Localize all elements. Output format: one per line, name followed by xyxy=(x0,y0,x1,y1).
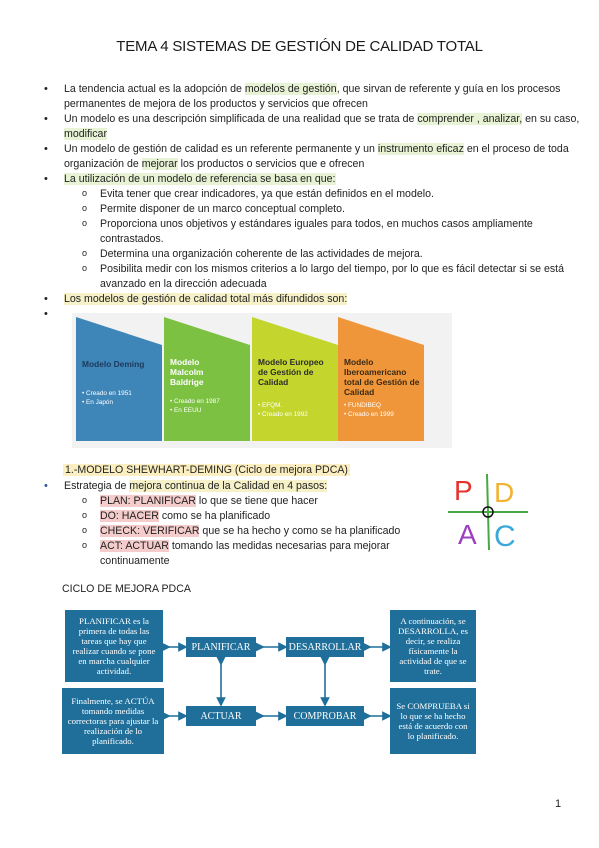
step-text: como se ha planificado xyxy=(158,510,271,522)
bullet-text: La tendencia actual es la adopción de xyxy=(64,83,245,95)
model-detail: • EFQM. xyxy=(258,402,283,409)
pdca-step: CHECK: VERIFICAR que se ha hecho y como … xyxy=(82,523,444,539)
model-title: Modelo Iberoamericano total de Gestión d… xyxy=(344,357,420,397)
model-deming: Modelo Deming • Creado en 1951 • En Japó… xyxy=(76,317,162,441)
highlight: comprender , analizar, xyxy=(417,113,523,125)
step-text: que se ha hecho y como se ha planificado xyxy=(199,525,401,537)
step-key: PLAN: PLANIFICAR xyxy=(100,495,196,507)
highlight: Los modelos de gestión de calidad total … xyxy=(64,293,348,305)
model-efqm: Modelo Europeo de Gestión de Calidad • E… xyxy=(252,317,338,441)
box-text: PLANIFICAR es la primera de todas las ta… xyxy=(72,616,156,676)
sub-bullet-item: Evita tener que crear indicadores, ya qu… xyxy=(82,186,584,202)
step-key: DO: HACER xyxy=(100,510,159,522)
model-detail: • FUNDIBEQ xyxy=(344,402,382,409)
highlight: mejora continua de la Calidad en 4 pasos… xyxy=(129,480,328,492)
model-detail: • Creado en 1992 xyxy=(258,411,308,418)
bullet-item-empty xyxy=(44,307,584,322)
bullet-text: Estrategia de xyxy=(64,480,130,492)
bullet-item: Un modelo de gestión de calidad es un re… xyxy=(44,142,584,172)
bullet-text: en su caso, xyxy=(522,113,580,125)
bullet-item: La tendencia actual es la adopción de mo… xyxy=(44,82,584,112)
bullet-text: en el proceso de toda organización de xyxy=(64,143,569,170)
sub-bullet-item: Determina una organización coherente de … xyxy=(82,246,584,262)
model-shape xyxy=(164,317,250,441)
pdca-step: ACT: ACTUAR tomando las medidas necesari… xyxy=(82,538,444,569)
model-iberoamericano: Modelo Iberoamericano total de Gestión d… xyxy=(338,317,424,441)
model-detail: • Creado en 1999 xyxy=(344,411,394,418)
bullet-text: Un modelo de gestión de calidad es un re… xyxy=(64,143,378,155)
sub-bullet-item: Permite disponer de un marco conceptual … xyxy=(82,201,584,217)
sub-bullet-list: Evita tener que crear indicadores, ya qu… xyxy=(64,186,584,292)
main-bullet-list: La tendencia actual es la adopción de mo… xyxy=(40,82,584,322)
bullet-text: , que sirvan de referente y guía en los … xyxy=(64,83,561,110)
planificar-description: PLANIFICAR es la primera de todas las ta… xyxy=(65,610,163,682)
pdca-list: Estrategia de mejora continua de la Cali… xyxy=(40,479,444,569)
pdca-step: PLAN: PLANIFICAR lo que se tiene que hac… xyxy=(82,493,444,509)
logo-letter-c: C xyxy=(494,520,516,550)
box-text: Finalmente, se ACTÚA tomando medidas cor… xyxy=(67,696,159,746)
highlight: mejorar xyxy=(141,158,178,170)
logo-letter-a: A xyxy=(458,519,477,550)
step-text: tomando las medidas necesarias para mejo… xyxy=(100,540,390,567)
highlight: modificar xyxy=(64,128,107,140)
bullet-text: Un modelo es una descripción simplificad… xyxy=(64,113,418,125)
comprobar-box: COMPROBAR xyxy=(286,706,364,726)
model-detail: • En EEUU xyxy=(170,407,202,414)
quality-models-graphic: Modelo Deming • Creado en 1951 • En Japó… xyxy=(72,313,452,448)
bullet-item: Estrategia de mejora continua de la Cali… xyxy=(44,479,444,569)
actuar-description: Finalmente, se ACTÚA tomando medidas cor… xyxy=(62,688,164,754)
actuar-box: ACTUAR xyxy=(186,706,256,726)
desarrollar-box: DESARROLLAR xyxy=(286,637,364,657)
bullet-item: Un modelo es una descripción simplificad… xyxy=(44,112,584,142)
pdca-handdrawn-logo: P D A C xyxy=(448,473,528,550)
step-key: CHECK: VERIFICAR xyxy=(100,525,200,537)
model-detail: • Creado en 1987 xyxy=(170,398,220,405)
planificar-box: PLANIFICAR xyxy=(186,637,256,657)
model-detail: • Creado en 1951 xyxy=(82,390,132,397)
bullet-item: La utilización de un modelo de referenci… xyxy=(44,172,584,292)
bullet-text: los productos o servicios que e ofrecen xyxy=(177,158,365,170)
desarrollar-description: A continuación, se DESARROLLA, es decir,… xyxy=(390,610,476,682)
comprobar-description: Se COMPRUEBA si lo que se ha hecho está … xyxy=(390,688,476,754)
pdca-step: DO: HACER como se ha planificado xyxy=(82,508,444,524)
step-text: lo que se tiene que hacer xyxy=(195,495,318,507)
model-baldrige: Modelo Malcolm Baldrige • Creado en 1987… xyxy=(164,317,250,441)
model-shape xyxy=(76,317,162,441)
model-title: Modelo Malcolm Baldrige xyxy=(170,357,204,387)
section-heading: 1.-MODELO SHEWHART-DEMING (Ciclo de mejo… xyxy=(63,464,350,476)
cycle-heading: CICLO DE MEJORA PDCA xyxy=(62,583,191,595)
model-detail: • En Japón xyxy=(82,399,114,406)
highlight: modelos de gestión xyxy=(244,83,337,95)
model-shape xyxy=(252,317,338,441)
highlight: instrumento eficaz xyxy=(377,143,464,155)
highlight: La utilización de un modelo de referenci… xyxy=(64,173,336,185)
box-text: Se COMPRUEBA si lo que se ha hecho está … xyxy=(396,701,470,741)
logo-letter-p: P xyxy=(454,475,473,506)
step-key: ACT: ACTUAR xyxy=(100,540,169,552)
model-shape xyxy=(338,317,424,441)
logo-letter-d: D xyxy=(494,477,514,508)
logo-vertical-line xyxy=(486,473,490,550)
page-title: TEMA 4 SISTEMAS DE GESTIÓN DE CALIDAD TO… xyxy=(116,38,483,55)
model-title: Modelo Europeo de Gestión de Calidad xyxy=(258,357,324,387)
sub-bullet-item: Posibilita medir con los mismos criterio… xyxy=(82,261,584,292)
logo-center-circle xyxy=(482,506,494,518)
bullet-item: Los modelos de gestión de calidad total … xyxy=(44,292,584,307)
page-number: 1 xyxy=(555,798,562,810)
box-text: A continuación, se DESARROLLA, es decir,… xyxy=(398,616,468,676)
sub-bullet-item: Proporciona unos objetivos y estándares … xyxy=(82,216,584,247)
model-title: Modelo Deming xyxy=(82,359,145,369)
pdca-steps: PLAN: PLANIFICAR lo que se tiene que hac… xyxy=(64,493,444,569)
